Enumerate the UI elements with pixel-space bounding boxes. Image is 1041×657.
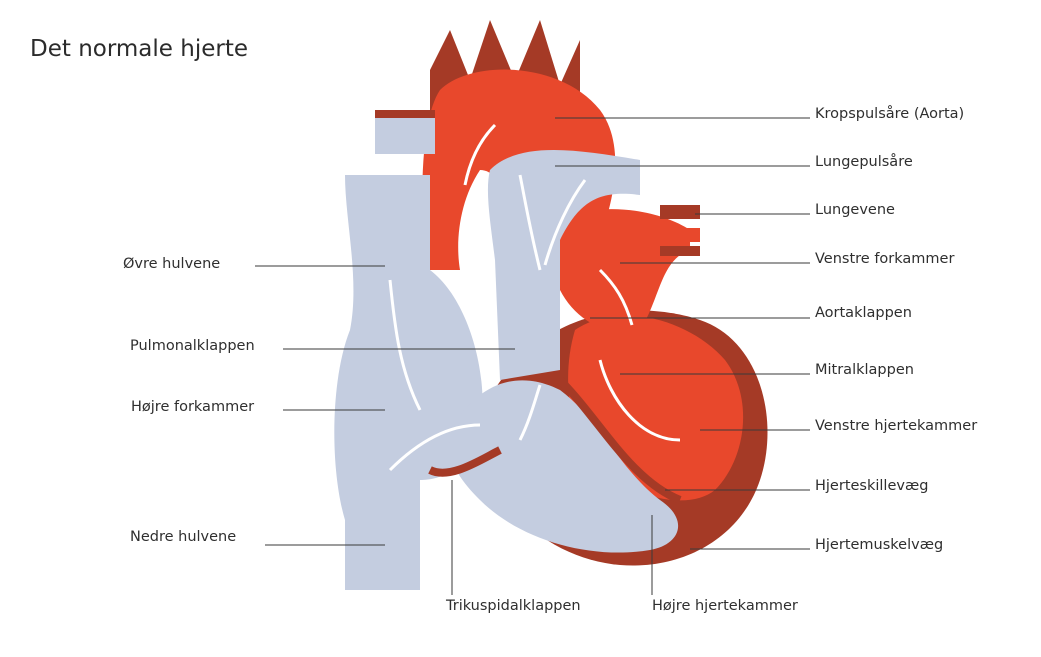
label-venstre-hjertekammer: Venstre hjertekammer [815, 418, 977, 434]
label-aortaklappen: Aortaklappen [815, 305, 912, 321]
label-lungevene: Lungevene [815, 202, 895, 218]
page-title: Det normale hjerte [30, 36, 248, 62]
pulmonary-vein-lower2 [660, 246, 700, 256]
pulmonary-vein-lower [660, 228, 700, 242]
label-hojre-hjertekammer: Højre hjertekammer [652, 598, 798, 614]
label-kropspulsare: Kropspulsåre (Aorta) [815, 106, 964, 122]
pulmonary-artery-branch-left [375, 118, 435, 154]
label-hjerteskillevaeg: Hjerteskillevæg [815, 478, 928, 494]
label-mitralklappen: Mitralklappen [815, 362, 914, 378]
label-nedre-hulvene: Nedre hulvene [130, 529, 236, 545]
label-lungepulsare: Lungepulsåre [815, 154, 913, 170]
label-pulmonalklappen: Pulmonalklappen [130, 338, 255, 354]
label-ovre-hulvene: Øvre hulvene [123, 256, 220, 272]
pulmonary-vein-upper [660, 205, 700, 219]
label-hojre-forkammer: Højre forkammer [131, 399, 254, 415]
label-venstre-forkammer: Venstre forkammer [815, 251, 954, 267]
pulmonary-artery-branch-left-wall [375, 110, 435, 118]
label-trikuspidalklappen: Trikuspidalklappen [446, 598, 581, 614]
label-hjertemuskelvaeg: Hjertemuskelvæg [815, 537, 943, 553]
